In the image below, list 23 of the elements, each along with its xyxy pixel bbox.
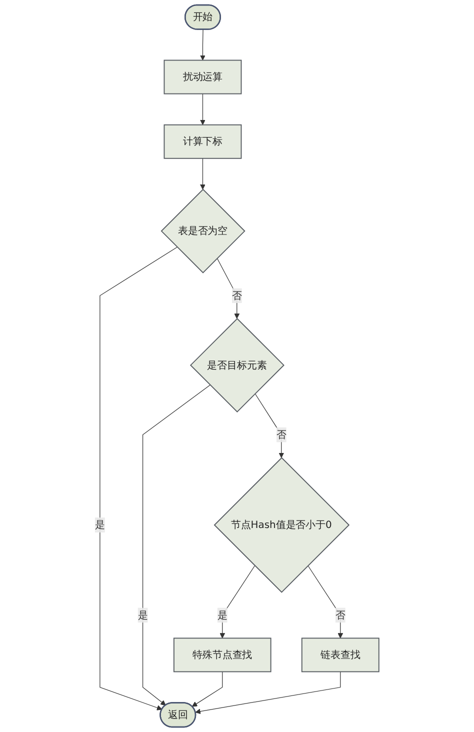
arrow bbox=[254, 393, 284, 458]
node-diamond: 表是否为空 bbox=[160, 188, 246, 274]
node-diamond: 是否目标元素 bbox=[190, 318, 284, 412]
arrow bbox=[216, 258, 240, 319]
edge-label: 否 bbox=[335, 609, 346, 621]
node-box: 计算下标 bbox=[164, 124, 242, 159]
arrow bbox=[200, 94, 206, 126]
edge-label: 否 bbox=[232, 289, 242, 302]
edge-label: 是 bbox=[95, 518, 105, 531]
edge-label: 是 bbox=[217, 609, 228, 621]
node-box: 链表查找 bbox=[301, 638, 380, 672]
node-box: 特殊节点查找 bbox=[174, 638, 272, 672]
edge-label: 否 bbox=[276, 428, 286, 440]
node-box: 扰动运算 bbox=[164, 60, 242, 94]
arrow bbox=[200, 158, 206, 190]
edge-label: 是 bbox=[138, 609, 148, 621]
arrow bbox=[195, 671, 341, 714]
arrow bbox=[100, 246, 178, 710]
arrow bbox=[192, 671, 223, 707]
arrow bbox=[200, 29, 206, 60]
node-diamond: 节点Hash值是否小于0 bbox=[214, 457, 350, 593]
arrow bbox=[142, 384, 210, 706]
arrow bbox=[308, 565, 344, 638]
